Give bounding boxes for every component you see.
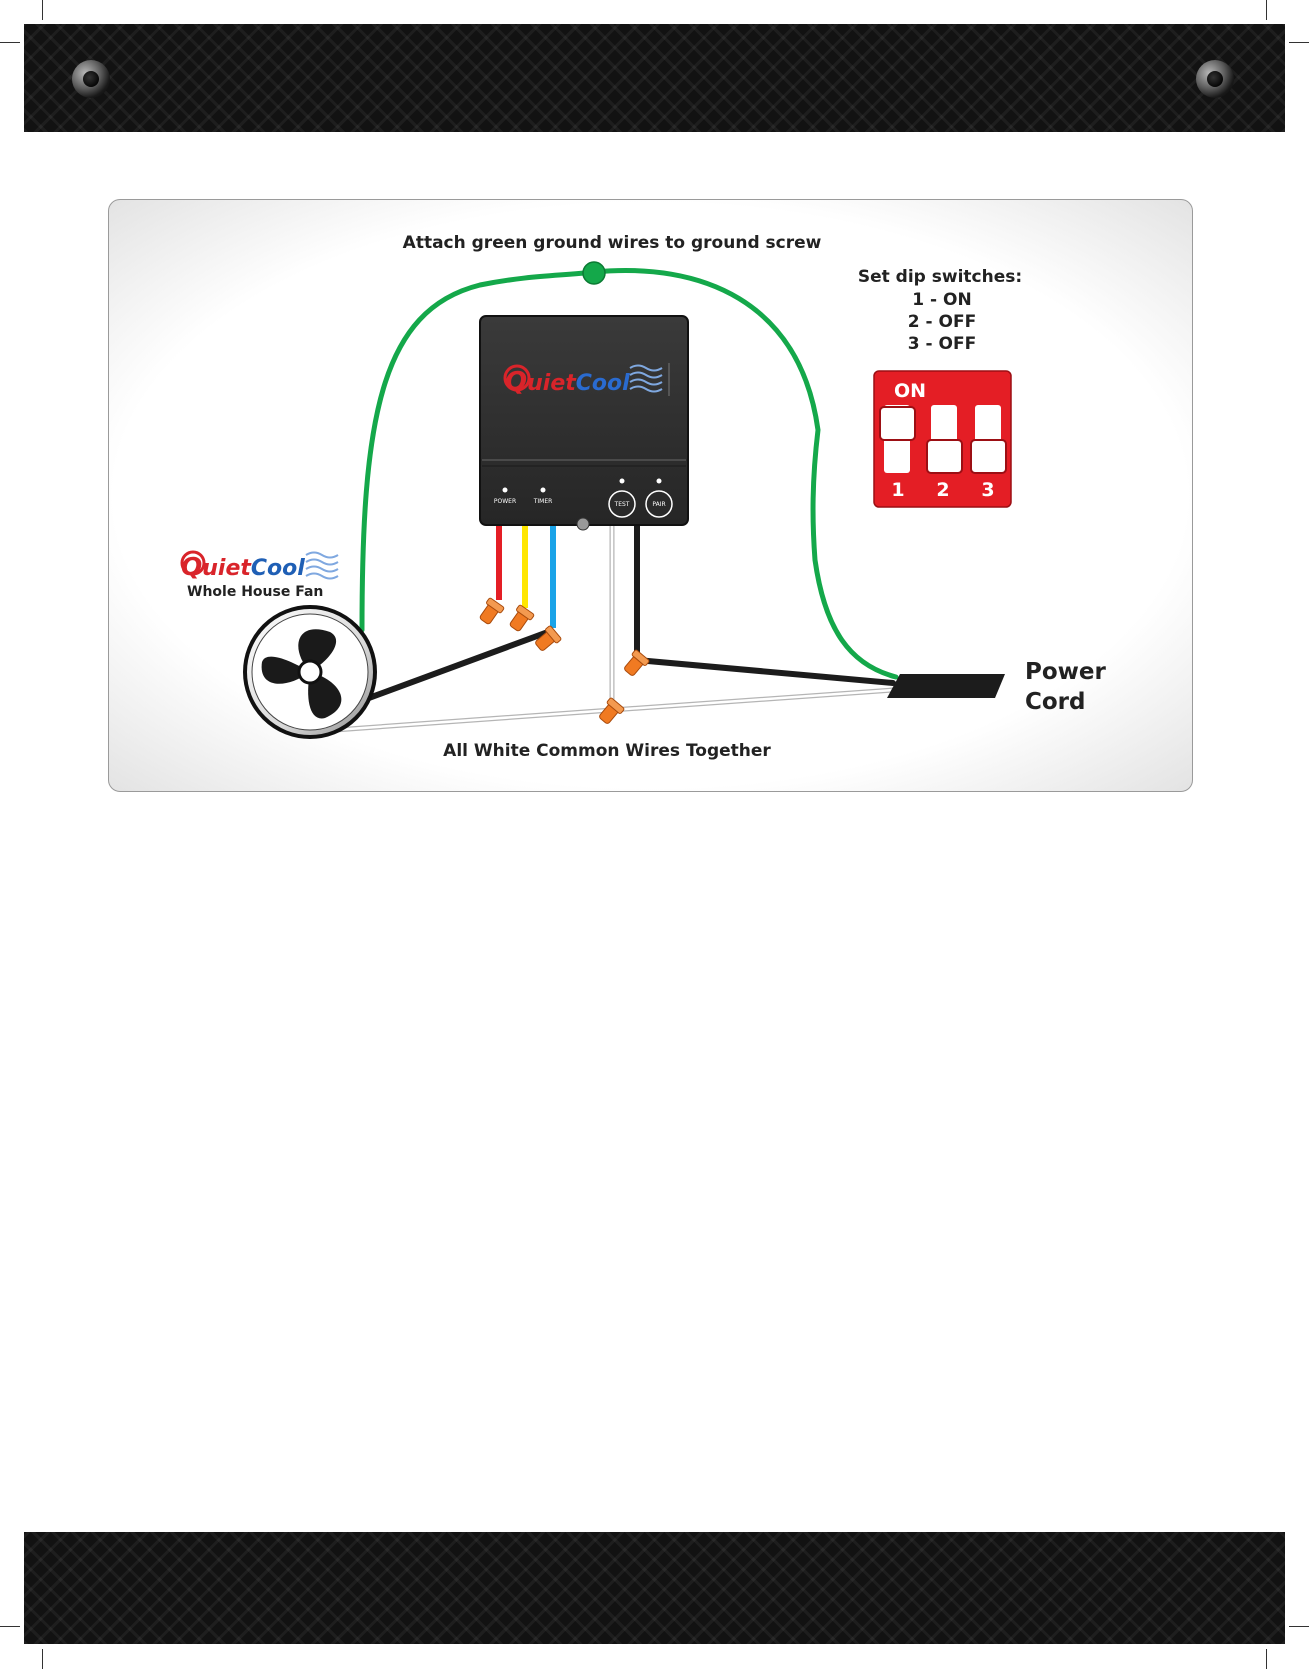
brand-letter: Q [181, 552, 202, 581]
ground-screw-icon [583, 262, 605, 284]
power-cord-plug [887, 674, 1005, 698]
power-indicator-led [503, 488, 508, 493]
test-button-label: TEST [614, 501, 630, 508]
dip-switch-1-toggle[interactable] [880, 407, 915, 440]
brand-word-red: uiet [527, 371, 577, 396]
power-cord-label-line2: Cord [1025, 689, 1086, 715]
black-wire-fan [358, 632, 548, 702]
dip-switch-1-number: 1 [891, 479, 904, 501]
dip-instruction-line: 2 - OFF [908, 312, 976, 332]
power-cord-label-line1: Power [1025, 659, 1107, 685]
pair-button-label: PAIR [652, 501, 665, 508]
dip-switch-2-toggle[interactable] [927, 440, 962, 473]
wire-nut-icon [532, 625, 561, 654]
footer-band [24, 1532, 1285, 1644]
white-wires-label: All White Common Wires Together [443, 741, 771, 761]
wire-nut-icon [621, 649, 650, 678]
dip-switch-3-toggle[interactable] [971, 440, 1006, 473]
brand-word-red: uiet [202, 556, 252, 581]
dip-switch-block: ON 1 2 3 [874, 371, 1011, 507]
wire-nut-icon [507, 604, 535, 633]
controller-unit: QuietCool POWER TIMER TEST PAIR [480, 316, 688, 530]
dip-instruction-line: 3 - OFF [908, 334, 976, 354]
svg-text:QuietCool: QuietCool [181, 552, 305, 581]
brand-word-blue: Cool [251, 556, 305, 581]
dip-on-label: ON [894, 380, 926, 402]
dip-instruction-line: 1 - ON [912, 290, 971, 310]
dip-instructions-heading: Set dip switches: [858, 267, 1022, 287]
dip-switch-2-number: 2 [936, 479, 949, 501]
black-wire-controller [637, 524, 893, 683]
dip-switch-3-number: 3 [981, 479, 994, 501]
brand-letter: Q [505, 367, 527, 397]
whole-house-fan-icon [245, 607, 375, 737]
timer-indicator-led [541, 488, 546, 493]
power-indicator-label: POWER [494, 498, 516, 505]
fan-brand-logo: QuietCool Whole House Fan [181, 552, 338, 600]
pair-led [657, 479, 662, 484]
white-common-wires [335, 524, 893, 730]
test-led [620, 479, 625, 484]
timer-indicator-label: TIMER [533, 498, 553, 505]
box-ground-screw-icon [577, 518, 589, 530]
brand-word-blue: Cool [576, 371, 630, 396]
fan-caption: Whole House Fan [187, 584, 323, 600]
svg-text:QuietCool: QuietCool [505, 367, 630, 397]
ground-instruction-label: Attach green ground wires to ground scre… [403, 233, 822, 253]
airflow-waves-icon [306, 553, 338, 579]
wire-nut-icon [477, 597, 505, 626]
